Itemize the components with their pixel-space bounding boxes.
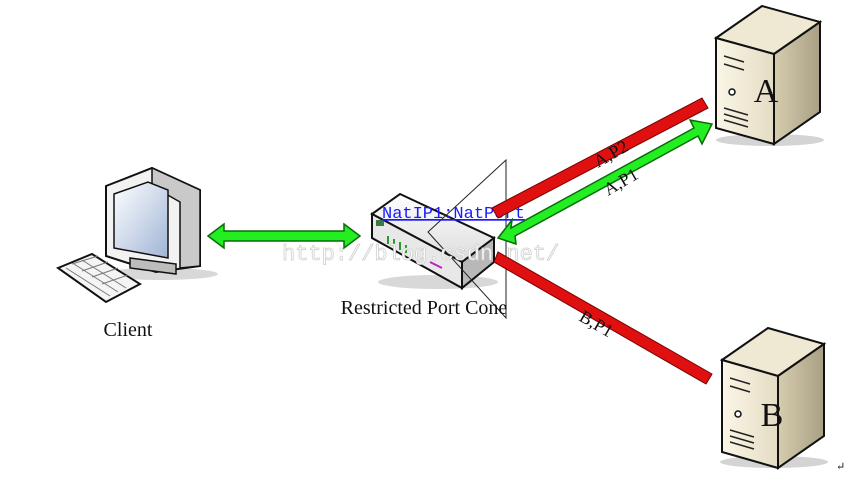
router-address-label[interactable]: NatIP1:NatPort — [382, 205, 525, 224]
link-b-p1-line — [493, 251, 713, 385]
client-computer-icon — [55, 166, 218, 304]
server-b-icon — [719, 326, 828, 470]
client-label: Client — [104, 319, 153, 341]
server-b-label: B — [761, 397, 784, 434]
link-b-p1-label: B,P1 — [576, 306, 617, 341]
corner-return-mark: ↵ — [836, 461, 845, 473]
server-a-icon — [713, 4, 824, 146]
server-a-label: A — [754, 73, 779, 110]
client-router-arrow — [206, 222, 362, 250]
router-label: Restricted Port Cone — [341, 297, 508, 319]
link-a-p1-arrow — [496, 118, 714, 246]
link-a-p2-line — [491, 97, 709, 219]
